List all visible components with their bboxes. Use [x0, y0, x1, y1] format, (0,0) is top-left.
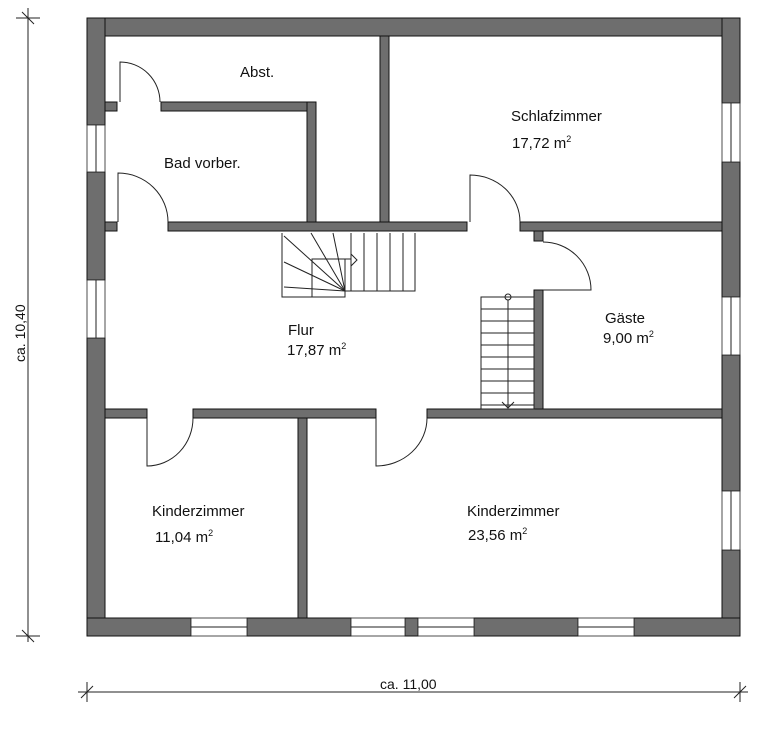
outer-walls: [86, 17, 741, 637]
door-gaeste: [542, 241, 592, 291]
room-label-abst: Abst.: [240, 64, 274, 81]
dimension-height: ca. 10,40: [12, 8, 40, 643]
room-label-kinderzimmer-1: Kinderzimmer: [152, 503, 245, 520]
door-kinderzimmer-2: [375, 417, 428, 467]
winding-staircase: [281, 232, 416, 298]
room-label-schlafzimmer: Schlafzimmer: [511, 108, 602, 125]
door-abst: [119, 61, 161, 103]
room-area-kinderzimmer-2: 23,56 m2: [468, 526, 527, 544]
door-kinderzimmer-1: [146, 417, 194, 467]
room-label-flur: Flur: [288, 322, 314, 339]
room-label-gaeste: Gäste: [605, 310, 645, 327]
door-bad: [117, 172, 169, 223]
dimension-width: ca. 11,00: [78, 676, 748, 702]
windows: [86, 102, 741, 637]
room-area-gaeste: 9,00 m2: [603, 329, 654, 347]
room-area-schlafzimmer: 17,72 m2: [512, 134, 571, 152]
doors: [117, 61, 592, 467]
room-label-bad: Bad vorber.: [164, 155, 241, 172]
dimension-height-label: ca. 10,40: [12, 304, 28, 362]
room-area-flur: 17,87 m2: [287, 341, 346, 359]
door-schlafzimmer: [469, 174, 521, 223]
room-area-kinderzimmer-1: 11,04 m2: [155, 528, 213, 546]
straight-staircase: [480, 293, 535, 410]
dimension-width-label: ca. 11,00: [380, 676, 437, 692]
room-label-kinderzimmer-2: Kinderzimmer: [467, 503, 560, 520]
interior-walls: [104, 35, 723, 619]
